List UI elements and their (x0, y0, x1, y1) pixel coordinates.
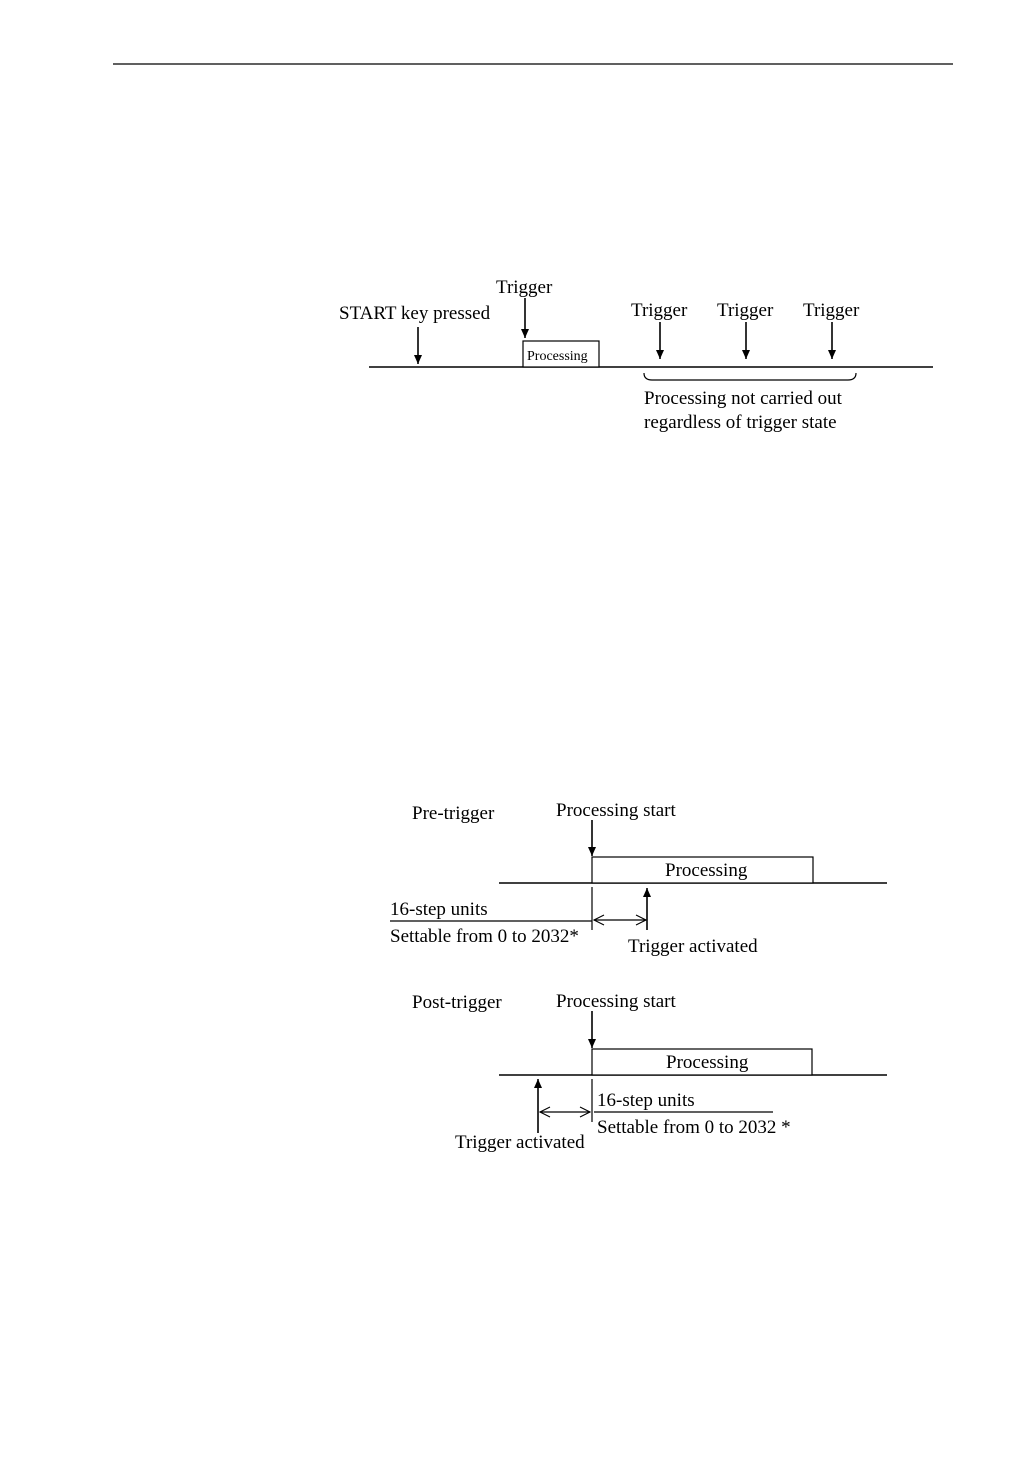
pre-processing-label: Processing (665, 860, 748, 881)
processing-box (522, 340, 600, 368)
processing-label: Processing (527, 349, 588, 364)
pre-units-label: 16-step units (390, 899, 488, 920)
post-trigger-diagram: Post-trigger Processing start Processing… (412, 991, 887, 1153)
pre-processing-start-label: Processing start (556, 800, 677, 821)
trigger-sequence-diagram: Trigger START key pressed Processing Tri… (339, 277, 933, 433)
post-processing-start-label: Processing start (556, 991, 677, 1012)
trigger-label-3: Trigger (717, 300, 774, 321)
post-trigger-activated-label: Trigger activated (455, 1132, 585, 1153)
note-line-1: Processing not carried out (644, 388, 843, 409)
post-units-label: 16-step units (597, 1090, 695, 1111)
note-line-2: regardless of trigger state (644, 412, 837, 433)
post-settable-label: Settable from 0 to 2032 * (597, 1117, 791, 1138)
pre-trigger-diagram: Pre-trigger Processing start Processing … (390, 800, 887, 957)
start-key-label: START key pressed (339, 303, 491, 324)
pre-settable-label: Settable from 0 to 2032* (390, 926, 579, 947)
trigger-label-2: Trigger (631, 300, 688, 321)
first-trigger-label: Trigger (496, 277, 553, 298)
pre-trigger-title: Pre-trigger (412, 803, 495, 824)
post-processing-label: Processing (666, 1052, 749, 1073)
post-trigger-title: Post-trigger (412, 992, 502, 1013)
post-processing-box (591, 1048, 813, 1076)
pre-trigger-activated-label: Trigger activated (628, 936, 758, 957)
pre-processing-box (591, 856, 814, 884)
ignored-triggers-brace (643, 372, 857, 381)
trigger-label-4: Trigger (803, 300, 860, 321)
